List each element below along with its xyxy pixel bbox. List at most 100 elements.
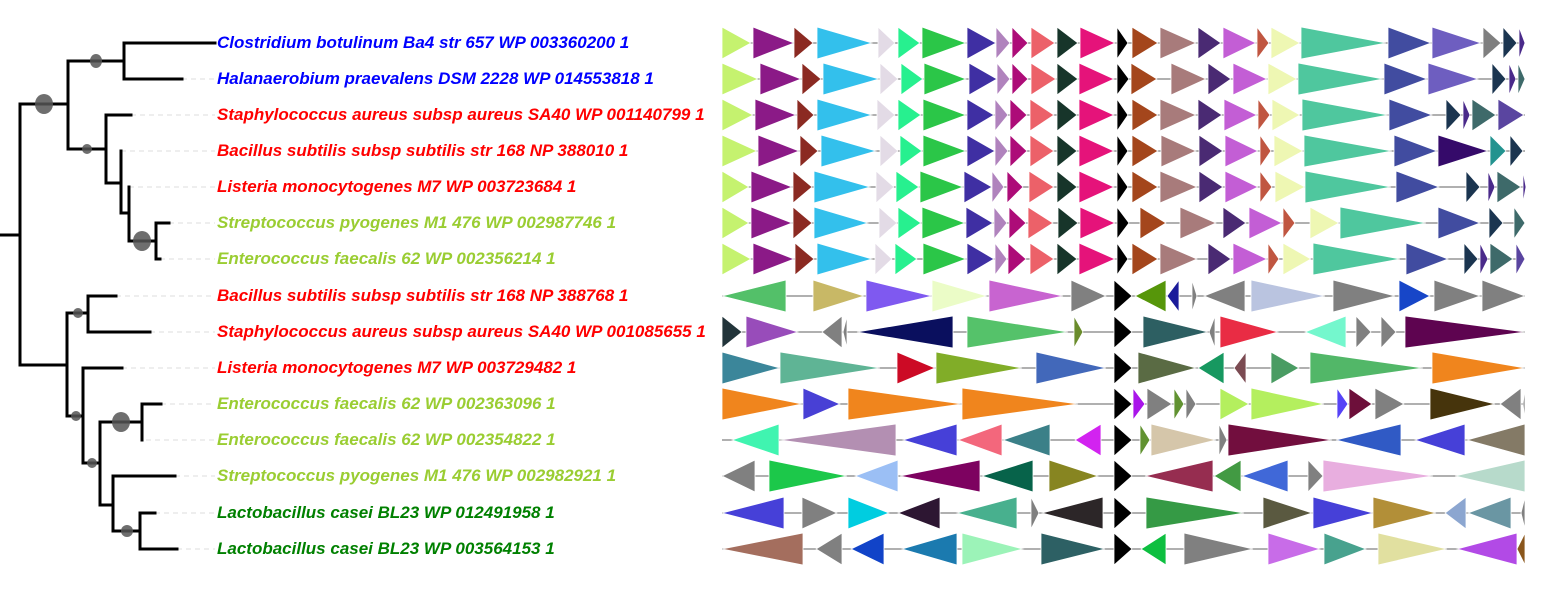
gene-arrow[interactable] bbox=[1197, 26, 1222, 60]
gene-arrow[interactable] bbox=[1040, 532, 1106, 566]
gene-arrow[interactable] bbox=[1518, 26, 1526, 60]
gene-arrow[interactable] bbox=[1078, 62, 1115, 96]
gene-arrow[interactable] bbox=[895, 170, 920, 204]
gene-arrow[interactable] bbox=[1462, 98, 1471, 132]
gene-arrow[interactable] bbox=[792, 206, 813, 240]
gene-arrow[interactable] bbox=[1139, 206, 1167, 240]
gene-arrow[interactable] bbox=[1160, 134, 1197, 168]
gene-arrow[interactable] bbox=[878, 206, 898, 240]
gene-arrow[interactable] bbox=[1429, 387, 1496, 421]
gene-arrow[interactable] bbox=[822, 62, 881, 96]
query-gene-arrow[interactable] bbox=[1113, 351, 1133, 385]
gene-arrow[interactable] bbox=[1257, 97, 1271, 133]
gene-arrow[interactable] bbox=[1224, 170, 1259, 204]
gene-arrow[interactable] bbox=[995, 25, 1011, 61]
gene-arrow[interactable] bbox=[966, 98, 995, 132]
gene-arrow[interactable] bbox=[1312, 496, 1375, 530]
gene-arrow[interactable] bbox=[816, 98, 874, 132]
gene-arrow[interactable] bbox=[1029, 98, 1055, 132]
gene-arrow[interactable] bbox=[1393, 134, 1439, 168]
gene-arrow[interactable] bbox=[900, 62, 924, 96]
gene-arrow[interactable] bbox=[966, 242, 995, 276]
gene-arrow[interactable] bbox=[1131, 98, 1159, 132]
gene-arrow[interactable] bbox=[1491, 61, 1507, 97]
gene-arrow[interactable] bbox=[812, 279, 866, 313]
gene-arrow[interactable] bbox=[966, 315, 1069, 349]
gene-arrow[interactable] bbox=[1007, 242, 1027, 276]
gene-arrow[interactable] bbox=[1513, 205, 1526, 241]
gene-arrow[interactable] bbox=[1027, 206, 1054, 240]
gene-arrow[interactable] bbox=[1273, 134, 1304, 168]
gene-arrow[interactable] bbox=[1073, 314, 1084, 350]
gene-arrow[interactable] bbox=[1056, 170, 1078, 204]
gene-arrow[interactable] bbox=[897, 206, 922, 240]
gene-arrow[interactable] bbox=[1222, 206, 1247, 240]
gene-arrow[interactable] bbox=[1309, 351, 1424, 385]
gene-arrow[interactable] bbox=[1006, 170, 1024, 204]
gene-arrow[interactable] bbox=[1383, 62, 1429, 96]
gene-arrow[interactable] bbox=[988, 279, 1064, 313]
gene-arrow[interactable] bbox=[721, 98, 754, 132]
gene-arrow[interactable] bbox=[1198, 134, 1224, 168]
gene-arrow[interactable] bbox=[1497, 98, 1525, 132]
gene-arrow[interactable] bbox=[1437, 134, 1490, 168]
gene-arrow[interactable] bbox=[991, 169, 1005, 205]
gene-arrow[interactable] bbox=[955, 496, 1018, 530]
gene-arrow[interactable] bbox=[935, 351, 1023, 385]
gene-arrow[interactable] bbox=[1332, 279, 1396, 313]
gene-arrow[interactable] bbox=[963, 170, 993, 204]
gene-arrow[interactable] bbox=[1259, 169, 1273, 205]
gene-arrow[interactable] bbox=[874, 242, 893, 276]
gene-arrow[interactable] bbox=[1146, 387, 1173, 421]
gene-arrow[interactable] bbox=[1159, 26, 1197, 60]
gene-arrow[interactable] bbox=[1056, 62, 1079, 96]
gene-arrow[interactable] bbox=[821, 315, 843, 349]
gene-arrow[interactable] bbox=[1250, 279, 1326, 313]
gene-arrow[interactable] bbox=[980, 459, 1034, 493]
query-gene-arrow[interactable] bbox=[1113, 315, 1133, 349]
gene-arrow[interactable] bbox=[1499, 387, 1522, 421]
gene-arrow[interactable] bbox=[1166, 278, 1180, 314]
gene-arrow[interactable] bbox=[1224, 134, 1259, 168]
query-gene-arrow[interactable] bbox=[1116, 25, 1129, 61]
gene-arrow[interactable] bbox=[865, 279, 933, 313]
gene-arrow[interactable] bbox=[1056, 242, 1078, 276]
gene-arrow[interactable] bbox=[759, 62, 803, 96]
gene-arrow[interactable] bbox=[754, 98, 798, 132]
gene-arrow[interactable] bbox=[1509, 133, 1524, 169]
gene-arrow[interactable] bbox=[877, 26, 896, 60]
gene-arrow[interactable] bbox=[1197, 98, 1223, 132]
gene-arrow[interactable] bbox=[721, 315, 743, 349]
gene-arrow[interactable] bbox=[1207, 62, 1232, 96]
query-gene-arrow[interactable] bbox=[1113, 423, 1133, 457]
gene-arrow[interactable] bbox=[1372, 496, 1437, 530]
gene-arrow[interactable] bbox=[965, 206, 994, 240]
gene-arrow[interactable] bbox=[750, 206, 794, 240]
gene-arrow[interactable] bbox=[901, 423, 958, 457]
query-gene-arrow[interactable] bbox=[1113, 459, 1133, 493]
gene-arrow[interactable] bbox=[802, 387, 842, 421]
gene-arrow[interactable] bbox=[1515, 241, 1526, 277]
gene-arrow[interactable] bbox=[956, 423, 1003, 457]
gene-arrow[interactable] bbox=[1183, 532, 1254, 566]
gene-arrow[interactable] bbox=[1433, 279, 1482, 313]
gene-arrow[interactable] bbox=[1335, 423, 1402, 457]
gene-arrow[interactable] bbox=[897, 26, 921, 60]
gene-arrow[interactable] bbox=[896, 496, 941, 530]
gene-arrow[interactable] bbox=[1455, 532, 1518, 566]
gene-arrow[interactable] bbox=[1388, 98, 1434, 132]
gene-arrow[interactable] bbox=[721, 351, 782, 385]
gene-arrow[interactable] bbox=[792, 170, 813, 204]
gene-arrow[interactable] bbox=[1355, 314, 1372, 350]
gene-arrow[interactable] bbox=[1444, 496, 1467, 530]
gene-arrow[interactable] bbox=[847, 496, 891, 530]
gene-arrow[interactable] bbox=[1130, 62, 1158, 96]
gene-arrow[interactable] bbox=[1404, 315, 1526, 349]
gene-arrow[interactable] bbox=[796, 98, 815, 132]
gene-arrow[interactable] bbox=[1339, 206, 1427, 240]
gene-arrow[interactable] bbox=[1078, 98, 1115, 132]
gene-arrow[interactable] bbox=[1282, 205, 1296, 241]
gene-arrow[interactable] bbox=[894, 242, 918, 276]
gene-arrow[interactable] bbox=[793, 26, 814, 60]
query-gene-arrow[interactable] bbox=[1116, 61, 1130, 97]
